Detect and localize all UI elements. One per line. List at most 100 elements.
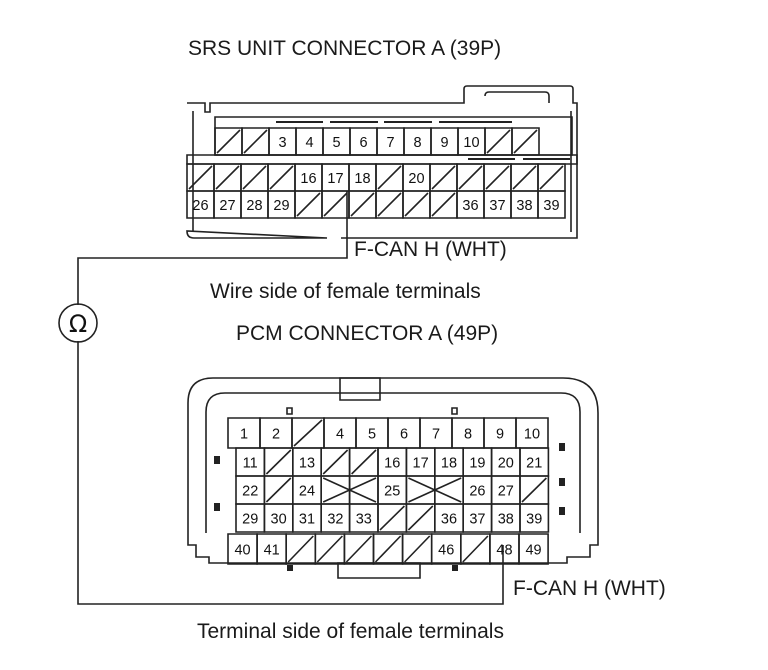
pcm-terminal-19: 19: [463, 448, 491, 476]
svg-text:3: 3: [278, 135, 286, 151]
svg-text:29: 29: [273, 198, 289, 214]
svg-text:13: 13: [299, 456, 315, 472]
pcm-polarity-marks: [214, 443, 565, 571]
srs-terminal-39: 39: [538, 191, 565, 218]
srs-terminal-7: 7: [377, 128, 404, 155]
svg-text:5: 5: [368, 427, 376, 443]
pcm-terminal-38: 38: [492, 504, 520, 532]
pcm-terminal-1: 1: [228, 418, 260, 448]
srs-terminal-10: 10: [458, 128, 485, 155]
svg-text:9: 9: [496, 427, 504, 443]
pcm-blank-cell: [435, 476, 463, 504]
pcm-wire-label: F-CAN H (WHT): [513, 577, 666, 600]
svg-text:49: 49: [525, 543, 541, 559]
svg-text:37: 37: [489, 198, 505, 214]
pcm-terminal-40: 40: [228, 534, 257, 564]
srs-blank-cell: [538, 164, 565, 191]
pcm-terminal-4: 4: [324, 418, 356, 448]
svg-text:48: 48: [496, 543, 512, 559]
pcm-blank-cell: [350, 476, 378, 504]
svg-text:26: 26: [469, 484, 485, 500]
pcm-terminal-22: 22: [236, 476, 264, 504]
srs-blank-cell: [430, 164, 457, 191]
ohm-symbol: Ω: [69, 310, 87, 338]
srs-blank-cell: [484, 164, 511, 191]
pcm-blank-cell: [378, 504, 406, 532]
pcm-terminal-24: 24: [293, 476, 321, 504]
pcm-top-latch: [340, 378, 380, 400]
svg-text:33: 33: [356, 512, 372, 528]
pcm-terminal-46: 46: [432, 534, 461, 564]
pcm-terminal-31: 31: [293, 504, 321, 532]
pcm-terminal-2: 2: [260, 418, 292, 448]
srs-blank-cell: [376, 191, 403, 218]
svg-text:6: 6: [400, 427, 408, 443]
pcm-terminal-30: 30: [264, 504, 292, 532]
svg-text:9: 9: [440, 135, 448, 151]
pcm-terminal-6: 6: [388, 418, 420, 448]
pcm-blank-cell: [321, 476, 349, 504]
pcm-blank-cell: [374, 534, 403, 564]
svg-text:31: 31: [299, 512, 315, 528]
srs-terminal-6: 6: [350, 128, 377, 155]
srs-terminal-37: 37: [484, 191, 511, 218]
srs-blank-cell: [485, 128, 512, 155]
svg-text:40: 40: [234, 543, 250, 559]
pcm-terminal-25: 25: [378, 476, 406, 504]
pcm-connector-title: PCM CONNECTOR A (49P): [236, 322, 499, 345]
pcm-housing: [188, 378, 598, 563]
pcm-terminal-27: 27: [492, 476, 520, 504]
svg-text:38: 38: [498, 512, 514, 528]
svg-text:39: 39: [526, 512, 542, 528]
svg-text:41: 41: [264, 543, 280, 559]
svg-text:7: 7: [432, 427, 440, 443]
srs-blank-cell: [403, 191, 430, 218]
pcm-terminal-32: 32: [321, 504, 349, 532]
pcm-terminal-16: 16: [378, 448, 406, 476]
srs-terminal-29: 29: [268, 191, 295, 218]
srs-blank-cell: [215, 128, 242, 155]
pcm-terminal-9: 9: [484, 418, 516, 448]
pcm-terminal-37: 37: [463, 504, 491, 532]
pcm-blank-cell: [461, 534, 490, 564]
srs-blank-cell: [242, 128, 269, 155]
pcm-terminal-33: 33: [350, 504, 378, 532]
srs-lead-wire: [78, 191, 347, 305]
srs-blank-cell: [268, 164, 295, 191]
svg-text:16: 16: [384, 456, 400, 472]
pcm-inner-housing: [206, 393, 580, 533]
pcm-blank-cell: [264, 448, 292, 476]
svg-text:2: 2: [272, 427, 280, 443]
svg-text:4: 4: [305, 135, 313, 151]
svg-text:37: 37: [469, 512, 485, 528]
pcm-caption: Terminal side of female terminals: [197, 620, 504, 643]
svg-text:19: 19: [469, 456, 485, 472]
pcm-lead-wire: [78, 341, 503, 604]
srs-blank-cell: [349, 191, 376, 218]
svg-text:11: 11: [243, 456, 258, 472]
ohmmeter-icon: [58, 303, 98, 343]
pcm-terminal-26: 26: [463, 476, 491, 504]
srs-blank-cell: [241, 164, 268, 191]
srs-wire-label: F-CAN H (WHT): [354, 238, 507, 261]
pcm-terminal-7: 7: [420, 418, 452, 448]
srs-housing: [187, 86, 577, 238]
srs-terminal-28: 28: [241, 191, 268, 218]
svg-text:18: 18: [354, 171, 370, 187]
svg-text:32: 32: [327, 512, 343, 528]
pcm-terminal-17: 17: [406, 448, 434, 476]
srs-terminal-27: 27: [214, 191, 241, 218]
svg-text:26: 26: [192, 198, 208, 214]
pcm-blank-cell: [286, 534, 315, 564]
pcm-top-notch-right: [452, 408, 457, 414]
pcm-bottom-key: [338, 563, 420, 578]
svg-text:18: 18: [441, 456, 457, 472]
srs-terminal-4: 4: [296, 128, 323, 155]
srs-terminal-3: 3: [269, 128, 296, 155]
svg-text:17: 17: [327, 171, 343, 187]
srs-middle-rib: [187, 155, 577, 164]
pcm-blank-cell: [264, 476, 292, 504]
srs-blank-cell: [322, 191, 349, 218]
srs-blank-cell: [187, 164, 214, 191]
